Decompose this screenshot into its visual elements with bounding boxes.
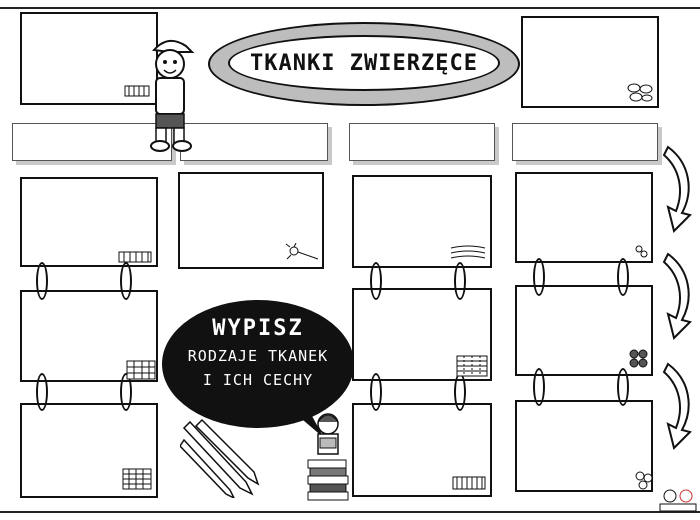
ring <box>617 368 629 406</box>
tissue-sketch-icon <box>124 85 150 97</box>
tissue-sketch-icon <box>635 245 648 258</box>
ring <box>120 262 132 300</box>
bubble-text: WYPISZ RODZAJE TKANEK I ICH CECHY <box>172 310 344 389</box>
blood-cells-sketch-icon <box>627 83 653 102</box>
bubble-line-3: I ICH CECHY <box>202 371 314 389</box>
tissue-sketch-icon <box>122 468 152 490</box>
col4-box1[interactable] <box>515 172 653 263</box>
ring <box>370 262 382 300</box>
label-box-2[interactable] <box>180 123 328 161</box>
ring <box>454 373 466 411</box>
ring <box>533 368 545 406</box>
ring <box>120 373 132 411</box>
logo-icon <box>659 489 697 512</box>
tissue-sketch-icon <box>126 360 156 380</box>
frame-bottom <box>0 511 700 513</box>
muscle-sketch-icon <box>450 245 486 259</box>
ring <box>454 262 466 300</box>
ring <box>533 258 545 296</box>
col3-box1[interactable] <box>352 175 492 268</box>
page-title: TKANKI ZWIERZĘCE <box>250 50 478 76</box>
ring <box>617 258 629 296</box>
ring <box>36 262 48 300</box>
boy-character-icon <box>150 39 195 152</box>
pencil-icon <box>180 418 260 498</box>
label-box-1[interactable] <box>12 123 172 161</box>
speech-bubble <box>162 300 354 428</box>
tissue-sketch-icon <box>456 355 488 377</box>
col4-box2[interactable] <box>515 285 653 376</box>
ring <box>36 373 48 411</box>
col4-box3[interactable] <box>515 400 653 492</box>
title-ellipse-inner: TKANKI ZWIERZĘCE <box>228 35 500 91</box>
neuron-sketch-icon <box>285 243 319 260</box>
label-box-4[interactable] <box>512 123 658 161</box>
bubble-line-1: WYPISZ <box>212 316 304 341</box>
bubble-tail <box>296 414 324 438</box>
bubble-line-2: RODZAJE TKANEK <box>187 347 329 365</box>
blood-cells-sketch-icon <box>629 349 648 368</box>
girl-reading-icon <box>317 413 339 455</box>
book-stack-icon <box>307 459 349 501</box>
tissue-sketch-icon <box>452 476 486 490</box>
ring <box>370 373 382 411</box>
curved-arrow-icon <box>662 145 692 233</box>
curved-arrow-icon <box>662 252 692 340</box>
tissue-sketch-icon <box>118 251 152 263</box>
blood-cells-sketch-icon <box>635 471 653 490</box>
label-box-3[interactable] <box>349 123 495 161</box>
curved-arrow-icon <box>662 362 692 450</box>
frame-top <box>0 7 700 9</box>
